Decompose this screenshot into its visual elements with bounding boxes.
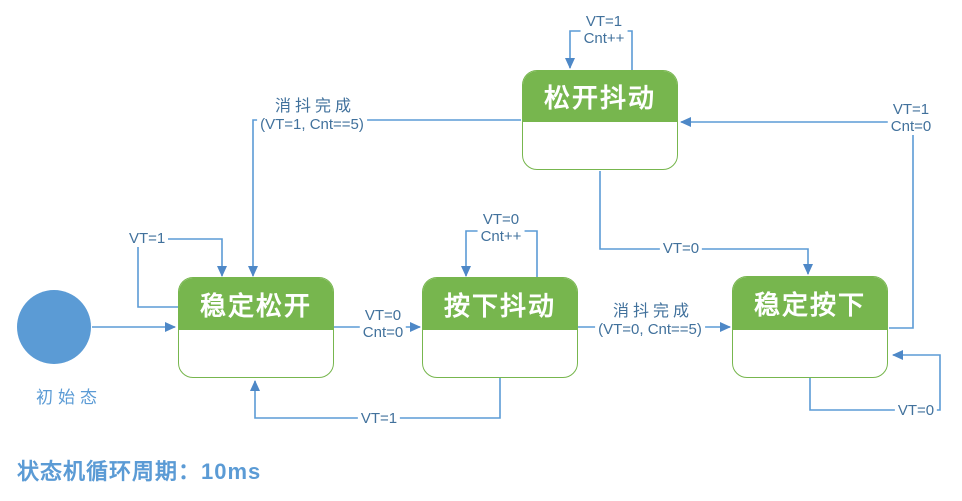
- state-press-jitter: 按下抖动: [422, 277, 578, 378]
- edge-label-line: VT=1: [360, 410, 398, 427]
- state-stable-press: 稳定按下: [732, 276, 888, 378]
- edge-label-line: VT=0: [364, 307, 402, 324]
- edge-label-press-jitter-self: VT=0 Cnt++: [477, 211, 525, 245]
- edge-release-jitter-to-stable-press: [599, 171, 813, 275]
- edge-label-line: (VT=1, Cnt==5): [260, 116, 364, 133]
- edge-label-release-jitter-self: VT=1 Cnt++: [580, 13, 628, 47]
- initial-state-circle: [17, 290, 91, 364]
- state-stable-release: 稳定松开: [178, 277, 334, 378]
- edge-label-line: Cnt=0: [362, 324, 404, 341]
- edge-stable-press-self: [809, 350, 941, 411]
- edge-label-press-jitter-to-stable-press: 消抖完成 (VT=0, Cnt==5): [595, 303, 705, 338]
- state-stable-press-header: 稳定按下: [733, 277, 887, 330]
- state-release-jitter-label: 松开抖动: [543, 84, 656, 113]
- edge-label-press-jitter-to-stable-release: VT=1: [357, 410, 401, 427]
- edge-stable-press-to-release-jitter: [680, 117, 914, 329]
- edge-label-line: VT=1: [892, 101, 930, 118]
- edge-release-jitter-to-stable-release: [248, 119, 521, 277]
- cycle-period-caption: 状态机循环周期：10ms: [17, 459, 262, 484]
- edge-label-stable-release-self: VT=1: [126, 230, 169, 247]
- state-release-jitter: 松开抖动: [522, 70, 678, 170]
- state-stable-release-label: 稳定松开: [199, 291, 312, 321]
- edge-label-release-jitter-to-stable-press: VT=0: [659, 240, 703, 257]
- edge-label-line: VT=1: [585, 13, 623, 30]
- state-stable-release-header: 稳定松开: [179, 278, 333, 330]
- edge-label-line: VT=1: [129, 230, 166, 247]
- edge-label-line: VT=0: [482, 211, 520, 228]
- edge-label-stable-press-self: VT=0: [894, 402, 938, 419]
- edge-label-stable-release-to-press-jitter: VT=0 Cnt=0: [359, 307, 407, 341]
- edge-label-line: Cnt++: [583, 30, 625, 47]
- edge-label-stable-press-to-release-jitter: VT=1 Cnt=0: [887, 101, 935, 135]
- edge-label-line: VT=0: [662, 240, 700, 257]
- edge-label-line: Cnt=0: [890, 118, 932, 135]
- state-release-jitter-header: 松开抖动: [523, 71, 677, 122]
- state-stable-press-label: 稳定按下: [753, 291, 866, 320]
- edge-label-line: (VT=0, Cnt==5): [598, 321, 702, 338]
- state-press-jitter-header: 按下抖动: [423, 278, 577, 330]
- state-press-jitter-label: 按下抖动: [443, 291, 556, 321]
- initial-state-label: 初始态: [36, 388, 102, 407]
- edge-label-release-jitter-to-stable-release: 消抖完成 (VT=1, Cnt==5): [257, 98, 367, 133]
- edge-label-line: VT=0: [897, 402, 935, 419]
- edge-label-line: 消抖完成: [612, 303, 693, 320]
- edge-label-line: Cnt++: [480, 228, 522, 245]
- edge-label-line: 消抖完成: [274, 98, 355, 115]
